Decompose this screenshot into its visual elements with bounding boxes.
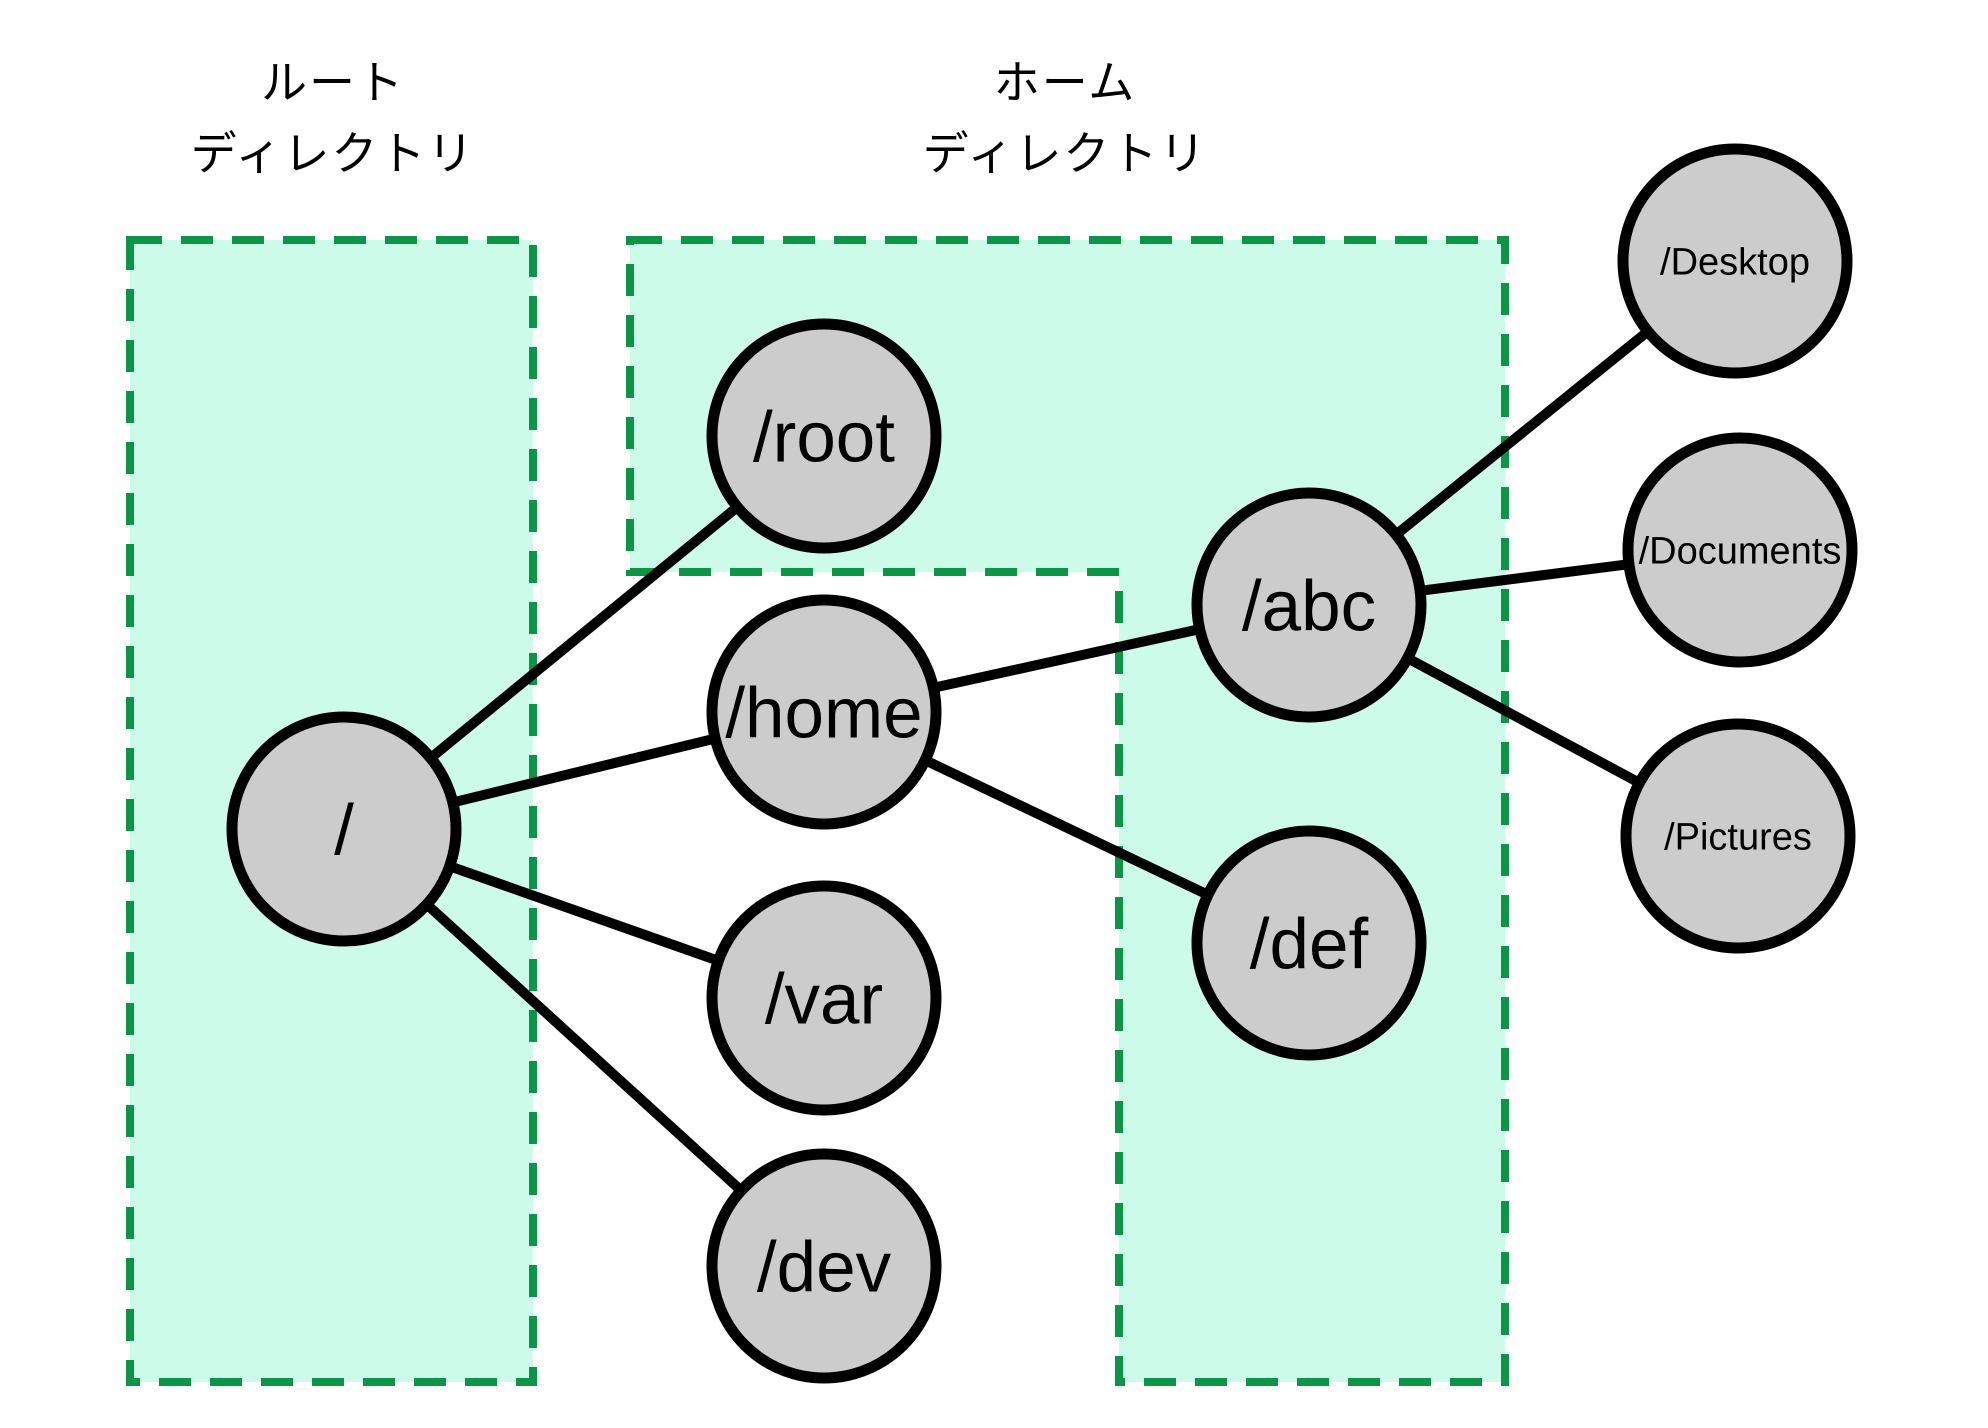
node-home-circle xyxy=(706,594,942,830)
node-home-label: /home xyxy=(725,675,922,754)
node-abc-circle xyxy=(1191,487,1427,723)
home-directory-title-line-1: ホーム xyxy=(994,57,1137,109)
node-slash-label: / xyxy=(334,792,354,871)
node-abc: /abc xyxy=(1191,487,1427,723)
node-var-circle xyxy=(706,880,942,1116)
node-dev: /dev xyxy=(706,1148,942,1384)
node-var-label: /var xyxy=(765,961,883,1040)
node-desktop: /Desktop xyxy=(1617,143,1853,379)
node-var: /var xyxy=(706,880,942,1116)
node-abc-label: /abc xyxy=(1242,568,1376,647)
node-pictures-label: /Pictures xyxy=(1664,817,1812,859)
node-home: /home xyxy=(706,594,942,830)
node-def: /def xyxy=(1191,825,1427,1061)
node-root-label: /root xyxy=(753,399,895,478)
node-slash: / xyxy=(226,711,462,947)
root-directory-title-line-1: ルート xyxy=(261,57,405,109)
node-documents: /Documents xyxy=(1622,432,1858,668)
node-root-circle xyxy=(706,318,942,554)
node-def-circle xyxy=(1191,825,1427,1061)
node-desktop-circle xyxy=(1617,143,1853,379)
node-documents-circle xyxy=(1622,432,1858,668)
home-directory-title-line-2: ディレクトリ xyxy=(923,128,1208,180)
node-dev-label: /dev xyxy=(757,1229,892,1308)
node-pictures: /Pictures xyxy=(1620,718,1856,954)
root-directory-title-line-2: ディレクトリ xyxy=(191,128,476,180)
node-def-label: /def xyxy=(1250,906,1369,985)
node-desktop-label: /Desktop xyxy=(1660,242,1810,284)
node-dev-circle xyxy=(706,1148,942,1384)
node-documents-label: /Documents xyxy=(1639,531,1842,573)
node-pictures-circle xyxy=(1620,718,1856,954)
node-root: /root xyxy=(706,318,942,554)
node-slash-circle xyxy=(226,711,462,947)
